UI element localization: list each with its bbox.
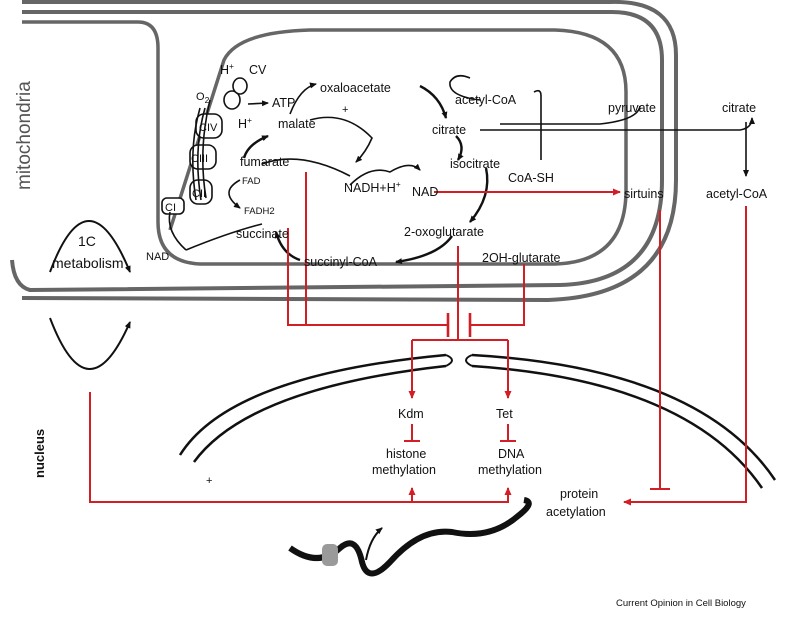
label-civ: CIV — [199, 122, 218, 134]
red-onec-route — [89, 392, 512, 503]
label-malate: malate — [278, 117, 316, 131]
label-acetyl-coa-cyto: acetyl-CoA — [706, 187, 768, 201]
nucleosome — [322, 544, 338, 566]
arrow-ci-to-nad — [168, 211, 187, 251]
label-kdm: Kdm — [398, 407, 424, 421]
chromatin — [288, 497, 532, 577]
arrow-succinylcoa-succinate — [274, 231, 301, 262]
label-atp: ATP — [272, 96, 295, 110]
complex-i-box — [161, 197, 185, 215]
pathway-arrows — [49, 74, 755, 370]
dna-strand — [288, 497, 532, 577]
dna-hook — [365, 527, 383, 561]
arrow-pyruvate-in — [500, 105, 641, 125]
label-cv: CV — [249, 63, 267, 77]
nuclear-envelope — [178, 353, 777, 489]
mitochondria-inner-membrane — [22, 20, 628, 266]
mitochondria-outer-membrane — [10, 0, 678, 303]
arrow-oxoglutarate-succinylcoa — [395, 235, 453, 265]
labels: mitochondria nucleus H+ CV O2 H+ ATP CIV… — [14, 61, 768, 609]
label-histone-methylation: methylation — [372, 463, 436, 477]
label-sirtuins: sirtuins — [624, 187, 664, 201]
label-dna: DNA — [498, 447, 525, 461]
arrow-nadh-loop — [349, 163, 421, 186]
arrow-isocitrate-oxoglutarate — [469, 167, 489, 223]
arrow-oxaloacetate-citrate — [419, 84, 448, 119]
label-acetyl-coa-mito: acetyl-CoA — [455, 93, 517, 107]
regulatory-lines — [89, 172, 747, 506]
label-plus-sign: + — [342, 104, 348, 116]
red-ohglutarate-down — [470, 264, 525, 326]
electron-transport-chain — [161, 77, 248, 215]
label-succinate: succinate — [236, 227, 289, 241]
label-nad-mito: NAD — [412, 185, 438, 199]
label-1c: 1C — [78, 233, 96, 249]
arrow-citrate-export — [480, 117, 755, 131]
label-ciii: CIII — [191, 153, 208, 165]
red-succinate-down — [287, 228, 448, 326]
arrow-atp — [247, 100, 269, 107]
label-ci: CI — [165, 202, 176, 214]
label-o2: O2 — [196, 91, 210, 105]
arrow-fad-fadh2 — [228, 179, 241, 209]
label-2-oxoglutarate: 2-oxoglutarate — [404, 225, 484, 239]
label-isocitrate: isocitrate — [450, 157, 500, 171]
label-tet: Tet — [496, 407, 513, 421]
arrow-nad-to-ci — [185, 223, 263, 251]
arrow-malate-to-nadh — [309, 116, 373, 163]
label-2oh-glutarate: 2OH-glutarate — [482, 251, 561, 265]
label-succinyl-coa: succinyl-CoA — [304, 255, 378, 269]
arrow-onec-cycle-top — [49, 220, 131, 273]
label-fad: FAD — [242, 176, 261, 187]
label-protein-acetylation: acetylation — [546, 505, 606, 519]
label-dna-methylation: methylation — [478, 463, 542, 477]
complex-v-stalk — [223, 90, 241, 110]
label-histone: histone — [386, 447, 426, 461]
arrow-malate-oxaloacetate — [289, 82, 317, 115]
arrow-nadh-to-ci — [261, 158, 351, 177]
arrow-coash — [533, 89, 542, 160]
label-fadh2: FADH2 — [244, 206, 275, 217]
label-mitochondria: mitochondria — [14, 81, 35, 190]
label-protein: protein — [560, 487, 598, 501]
label-nadh: NADH+H+ — [344, 179, 401, 195]
label-fumarate: fumarate — [240, 155, 289, 169]
label-nucleus: nucleus — [32, 429, 47, 478]
label-coa-sh: CoA-SH — [508, 171, 554, 185]
label-etc-nad: NAD — [146, 251, 169, 263]
label-oxaloacetate: oxaloacetate — [320, 81, 391, 95]
arrow-citrate-isocitrate — [455, 135, 464, 161]
red-acetylcoa-down — [623, 206, 747, 506]
label-metabolism: metabolism — [52, 255, 124, 271]
label-citrate-cyto: citrate — [722, 101, 756, 115]
arrow-onec-cycle-bottom — [49, 317, 131, 370]
label-h-plus-top: H+ — [220, 61, 234, 77]
label-h-plus-bottom: H+ — [238, 115, 252, 131]
arrow-acetylcoa-in — [449, 74, 481, 101]
arrow-fumarate-malate — [242, 134, 269, 159]
label-credit: Current Opinion in Cell Biology — [616, 598, 746, 609]
label-citrate-mito: citrate — [432, 123, 466, 137]
complex-v-head — [232, 77, 248, 95]
label-cii: CII — [192, 188, 206, 200]
label-pyruvate: pyruvate — [608, 101, 656, 115]
label-plus-nucleus: + — [206, 475, 212, 487]
